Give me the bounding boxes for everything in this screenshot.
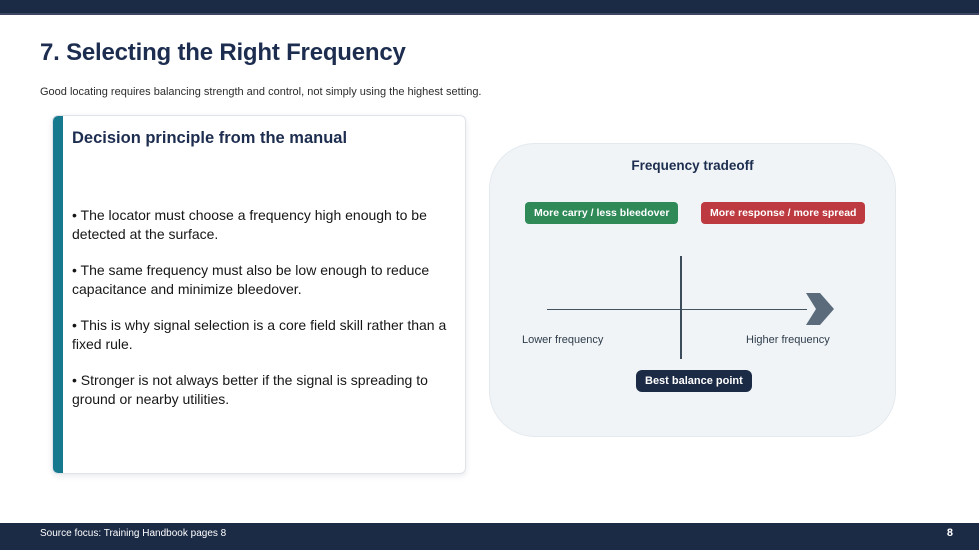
- decision-principle-card: Decision principle from the manual • The…: [52, 115, 466, 474]
- best-balance-point-badge: Best balance point: [636, 370, 752, 392]
- teal-accent-bar: [53, 116, 63, 473]
- bullet-list: • The locator must choose a frequency hi…: [72, 206, 453, 409]
- page-subtitle: Good locating requires balancing strengt…: [40, 86, 482, 98]
- bullet-item: • The same frequency must also be low en…: [72, 262, 430, 297]
- axis-label-lower-frequency: Lower frequency: [522, 334, 604, 346]
- frequency-tradeoff-card: Frequency tradeoff More carry / less ble…: [489, 143, 896, 437]
- page-number: 8: [946, 527, 953, 539]
- bullet-item: • The locator must choose a frequency hi…: [72, 207, 427, 242]
- footer-bar: Source focus: Training Handbook pages 8 …: [0, 523, 979, 550]
- balance-point-divider-line: [680, 256, 682, 359]
- high-frequency-benefit-badge: More response / more spread: [701, 202, 866, 224]
- source-focus-text: Source focus: Training Handbook pages 8: [40, 528, 227, 539]
- top-accent-bar: [0, 0, 979, 15]
- arrow-right-icon: [806, 293, 834, 325]
- bullet-item: • Stronger is not always better if the s…: [72, 372, 428, 407]
- page-title: 7. Selecting the Right Frequency: [40, 39, 406, 66]
- frequency-axis-line: [547, 309, 807, 310]
- decision-card-heading: Decision principle from the manual: [72, 129, 348, 147]
- bullet-item: • This is why signal selection is a core…: [72, 317, 447, 352]
- axis-label-higher-frequency: Higher frequency: [746, 334, 830, 346]
- decision-card-body: Decision principle from the manual • The…: [72, 129, 453, 426]
- diagram-title: Frequency tradeoff: [631, 158, 754, 173]
- low-frequency-benefit-badge: More carry / less bleedover: [525, 202, 679, 224]
